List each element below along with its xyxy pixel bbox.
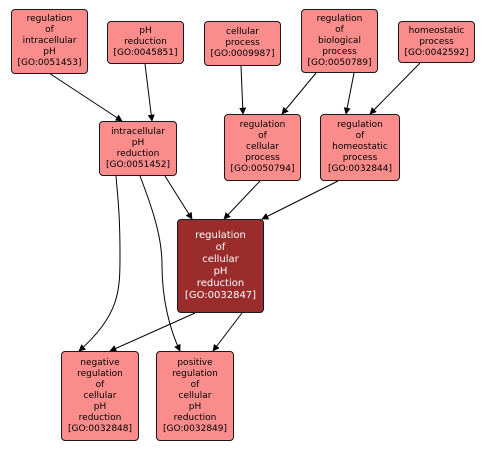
edge-n3-n7 [239, 65, 247, 115]
node-line: reduction [196, 278, 245, 289]
node-line: pH [131, 137, 145, 148]
edge-n9-n11 [212, 312, 243, 352]
node-line: reduction [116, 148, 160, 159]
node-line: pH [43, 47, 56, 57]
node-go-0042592[interactable]: homeostatic process [GO:0042592] [398, 21, 475, 63]
node-line: homeostatic [408, 25, 465, 36]
node-go-0045851[interactable]: pH reduction [GO:0045851] [107, 21, 184, 64]
edge-n6-n10 [78, 175, 121, 352]
node-line: cellular [226, 27, 259, 37]
node-line: regulation [26, 14, 73, 24]
node-go-0032847[interactable]: regulation of cellular pH reduction [GO:… [177, 219, 264, 313]
node-id: [GO:0032847] [184, 290, 257, 301]
node-line: homeostatic [332, 142, 388, 152]
node-id: [GO:0032849] [162, 423, 228, 434]
node-line: pH [188, 401, 202, 412]
node-line: of [190, 379, 200, 390]
edge-n9-n10 [109, 312, 196, 352]
node-go-0032848[interactable]: negative regulation of cellular pH reduc… [61, 351, 139, 441]
node-line: process [342, 153, 378, 163]
node-line: of [45, 25, 54, 35]
node-go-0032849[interactable]: positive regulation of cellular pH reduc… [156, 351, 234, 441]
node-id: [GO:0042592] [404, 47, 469, 58]
node-line: regulation [337, 120, 383, 130]
edge-n2-n6 [144, 63, 155, 122]
node-go-0051452[interactable]: intracellular pH reduction [GO:0051452] [99, 121, 177, 176]
node-go-0050794[interactable]: regulation of cellular process [GO:00507… [224, 114, 301, 181]
node-line: reduction [78, 412, 122, 423]
node-line: reduction [124, 37, 167, 47]
edge-n6-n9 [164, 175, 193, 220]
node-line: intracellular [111, 126, 165, 137]
node-line: of [215, 242, 226, 253]
edge-n4-n8 [343, 72, 355, 115]
node-line: regulation [239, 120, 286, 130]
node-line: cellular [246, 142, 279, 152]
node-line: regulation [195, 230, 246, 241]
node-line: of [355, 131, 365, 141]
node-id: [GO:0032848] [67, 423, 133, 434]
node-line: process [245, 153, 280, 163]
node-id: [GO:0051452] [105, 159, 171, 170]
node-line: cellular [178, 390, 212, 401]
node-line: regulation [172, 368, 218, 379]
node-line: regulation [316, 13, 363, 24]
node-go-0009987[interactable]: cellular process [GO:0009987] [204, 21, 281, 66]
node-go-0051453[interactable]: regulation of intracellular pH [GO:00514… [11, 9, 88, 74]
node-line: process [225, 38, 260, 48]
node-line: process [419, 36, 454, 47]
edge-n6-n11 [139, 175, 181, 352]
node-line: pH [93, 401, 107, 412]
node-line: regulation [77, 368, 123, 379]
node-go-0050789[interactable]: regulation of biological process [GO:005… [301, 9, 378, 73]
node-line: negative [80, 357, 120, 368]
node-id: [GO:0051453] [17, 58, 82, 68]
edge-n5-n8 [369, 62, 421, 115]
node-id: [GO:0009987] [210, 49, 275, 59]
node-line: pH [139, 26, 152, 36]
node-line: cellular [83, 390, 117, 401]
node-line: reduction [173, 412, 217, 423]
edge-n4-n7 [281, 72, 317, 115]
node-id: [GO:0050789] [307, 57, 372, 68]
node-line: of [335, 24, 344, 35]
node-line: biological [318, 35, 361, 46]
node-go-0032844[interactable]: regulation of homeostatic process [GO:00… [320, 114, 400, 181]
node-line: cellular [202, 254, 239, 265]
node-id: [GO:0032844] [327, 164, 393, 174]
node-line: process [322, 46, 357, 57]
edge-n1-n6 [48, 72, 123, 122]
node-line: pH [213, 266, 228, 277]
node-line: of [95, 379, 105, 390]
edge-n7-n9 [223, 180, 261, 220]
node-line: positive [177, 357, 213, 368]
node-id: [GO:0045851] [113, 48, 178, 58]
node-line: intracellular [22, 36, 77, 46]
edge-n8-n9 [261, 180, 339, 220]
node-id: [GO:0050794] [230, 164, 295, 174]
node-line: of [258, 131, 267, 141]
